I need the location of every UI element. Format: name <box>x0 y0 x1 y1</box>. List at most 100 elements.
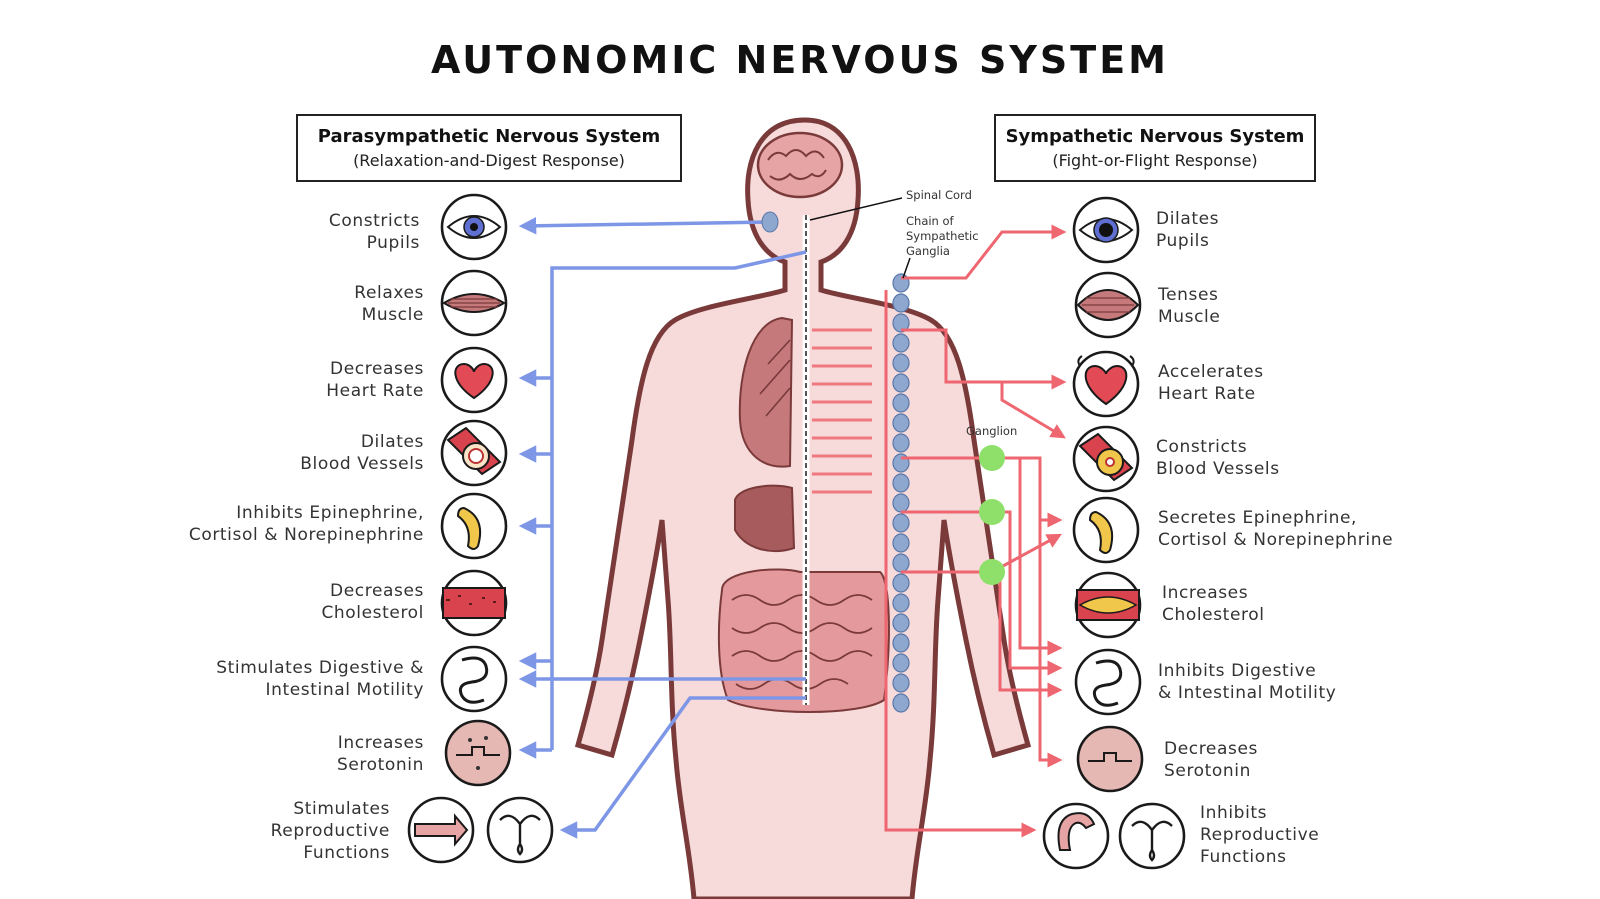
symp-effect-serotonin-line-1: Decreases <box>1164 739 1258 759</box>
para-effect-heart-line-1: Decreases <box>330 359 424 379</box>
symp-arrow-reproductive <box>884 290 1037 838</box>
para-effect-muscle-line-2: Muscle <box>361 305 424 325</box>
symp-effect-heart-line-2: Heart Rate <box>1158 384 1256 404</box>
para-arrow-pupils <box>518 217 771 235</box>
para-effect-serotonin-line-1: Increases <box>337 733 424 753</box>
spinal-cord-pointer <box>809 197 903 221</box>
symp-effect-hormones: Secretes Epinephrine, Cortisol & Norepin… <box>1158 507 1393 551</box>
chain-label-line-3: Ganglia <box>906 244 950 258</box>
symp-arrow-serotonin <box>1038 520 1063 768</box>
symp-icon-adrenal <box>1072 496 1140 564</box>
symp-effect-hormones-line-1: Secretes Epinephrine, <box>1158 508 1358 528</box>
para-icon-vessel <box>440 419 508 487</box>
symp-effect-reproductive: Inhibits Reproductive Functions <box>1200 802 1319 868</box>
para-effect-pupils-line-1: Constricts <box>328 211 420 231</box>
symp-icon-muscle <box>1074 271 1142 339</box>
para-icon-muscle <box>440 269 508 337</box>
brain-folds <box>767 149 827 181</box>
para-icon-intestine <box>440 645 508 713</box>
para-effect-serotonin: Increases Serotonin <box>337 732 424 776</box>
ganglion-node-2 <box>979 499 1005 525</box>
symp-effect-reproductive-line-3: Functions <box>1200 847 1287 867</box>
symp-effect-pupils-line-2: Pupils <box>1156 231 1210 251</box>
symp-effect-cholesterol-line-2: Cholesterol <box>1162 605 1265 625</box>
intestine-coils <box>731 594 873 690</box>
para-effect-cholesterol-line-1: Decreases <box>330 581 424 601</box>
para-icon-artery <box>440 569 508 637</box>
rib-lines <box>812 328 872 494</box>
symp-effect-serotonin: Decreases Serotonin <box>1164 738 1258 782</box>
symp-effect-muscle-line-2: Muscle <box>1158 307 1221 327</box>
symp-icon-vessel <box>1072 425 1140 493</box>
sympathetic-heading: Sympathetic Nervous System <box>1005 126 1305 147</box>
symp-icon-serotonin <box>1076 725 1144 793</box>
symp-icon-reproductive <box>1042 802 1186 870</box>
symp-effect-hormones-line-2: Cortisol & Norepinephrine <box>1158 530 1394 550</box>
para-effect-reproductive-line-1: Stimulates <box>293 799 390 819</box>
sympathetic-chain-label: Chain of Sympathetic Ganglia <box>906 214 979 259</box>
para-effect-vessels: Dilates Blood Vessels <box>300 431 424 475</box>
symp-effect-vessels-line-2: Blood Vessels <box>1156 459 1280 479</box>
para-effect-vessels-line-1: Dilates <box>360 432 424 452</box>
parasympathetic-subheading: (Relaxation-and-Digest Response) <box>353 151 625 170</box>
para-effect-heart: Decreases Heart Rate <box>326 358 424 402</box>
ganglion-nodes <box>979 445 1005 585</box>
brain-shape <box>756 131 844 199</box>
ganglion-node-1 <box>979 445 1005 471</box>
para-effect-digestive-line-1: Stimulates Digestive & <box>216 658 424 678</box>
parasympathetic-heading: Parasympathetic Nervous System <box>317 126 661 147</box>
symp-arrow-vessels <box>1000 382 1066 439</box>
page-title: AUTONOMIC NERVOUS SYSTEM <box>431 38 1169 82</box>
para-effect-digestive-line-2: Intestinal Motility <box>265 680 424 700</box>
para-effect-heart-line-2: Heart Rate <box>326 381 424 401</box>
symp-effect-digestive-line-2: & Intestinal Motility <box>1158 683 1337 703</box>
ganglion-node-3 <box>979 559 1005 585</box>
liver-shape <box>734 484 796 553</box>
symp-effect-heart: Accelerates Heart Rate <box>1158 361 1264 405</box>
symp-effect-pupils-line-1: Dilates <box>1156 209 1220 229</box>
symp-effect-serotonin-line-2: Serotonin <box>1164 761 1252 781</box>
chain-label-line-1: Chain of <box>906 214 954 228</box>
para-icon-serotonin <box>444 719 512 787</box>
sympathetic-subheading: (Fight-or-Flight Response) <box>1052 151 1258 170</box>
parasympathetic-header-box: Parasympathetic Nervous System (Relaxati… <box>296 114 682 182</box>
para-arrow-reproductive <box>559 696 806 839</box>
symp-arrow-heart <box>901 328 1067 390</box>
sympathetic-chain <box>892 273 910 713</box>
symp-effect-heart-line-1: Accelerates <box>1158 362 1264 382</box>
symp-effect-reproductive-line-1: Inhibits <box>1200 803 1268 823</box>
ciliary-ganglion <box>761 211 779 233</box>
symp-effect-vessels: Constricts Blood Vessels <box>1156 436 1280 480</box>
para-icon-eye <box>440 193 508 261</box>
para-effect-muscle-line-1: Relaxes <box>354 283 424 303</box>
para-effect-pupils-line-2: Pupils <box>366 233 420 253</box>
para-effect-cholesterol-line-2: Cholesterol <box>321 603 424 623</box>
ganglion-label: Ganglion <box>966 424 1018 438</box>
para-effect-reproductive-line-3: Functions <box>303 843 390 863</box>
chain-label-line-2: Sympathetic <box>906 229 979 243</box>
symp-icon-heart <box>1072 350 1140 418</box>
para-effect-muscle: Relaxes Muscle <box>354 282 424 326</box>
para-effect-hormones-line-1: Inhibits Epinephrine, <box>236 503 424 523</box>
lung-bronchi <box>759 339 791 417</box>
symp-icon-intestine <box>1074 648 1142 716</box>
para-icon-reproductive <box>407 796 554 864</box>
spinal-cord-label: Spinal Cord <box>906 188 972 202</box>
para-effect-hormones-line-2: Cortisol & Norepinephrine <box>188 525 424 545</box>
para-effect-reproductive-line-2: Reproductive <box>270 821 390 841</box>
symp-effect-pupils: Dilates Pupils <box>1156 208 1219 252</box>
symp-effect-muscle: Tenses Muscle <box>1158 284 1220 328</box>
para-icon-adrenal <box>440 492 508 560</box>
symp-effect-digestive: Inhibits Digestive & Intestinal Motility <box>1158 660 1336 704</box>
symp-effect-cholesterol: Increases Cholesterol <box>1162 582 1265 626</box>
para-effect-serotonin-line-2: Serotonin <box>336 755 424 775</box>
para-effect-digestive: Stimulates Digestive & Intestinal Motili… <box>216 657 424 701</box>
para-effect-pupils: Constricts Pupils <box>329 210 420 254</box>
para-icon-heart <box>440 346 508 414</box>
symp-effect-muscle-line-1: Tenses <box>1158 285 1219 305</box>
symp-effect-vessels-line-1: Constricts <box>1156 437 1248 457</box>
symp-effect-digestive-line-1: Inhibits Digestive <box>1158 661 1317 681</box>
lung-shape <box>738 316 794 468</box>
sympathetic-header-box: Sympathetic Nervous System (Fight-or-Fli… <box>994 114 1316 182</box>
